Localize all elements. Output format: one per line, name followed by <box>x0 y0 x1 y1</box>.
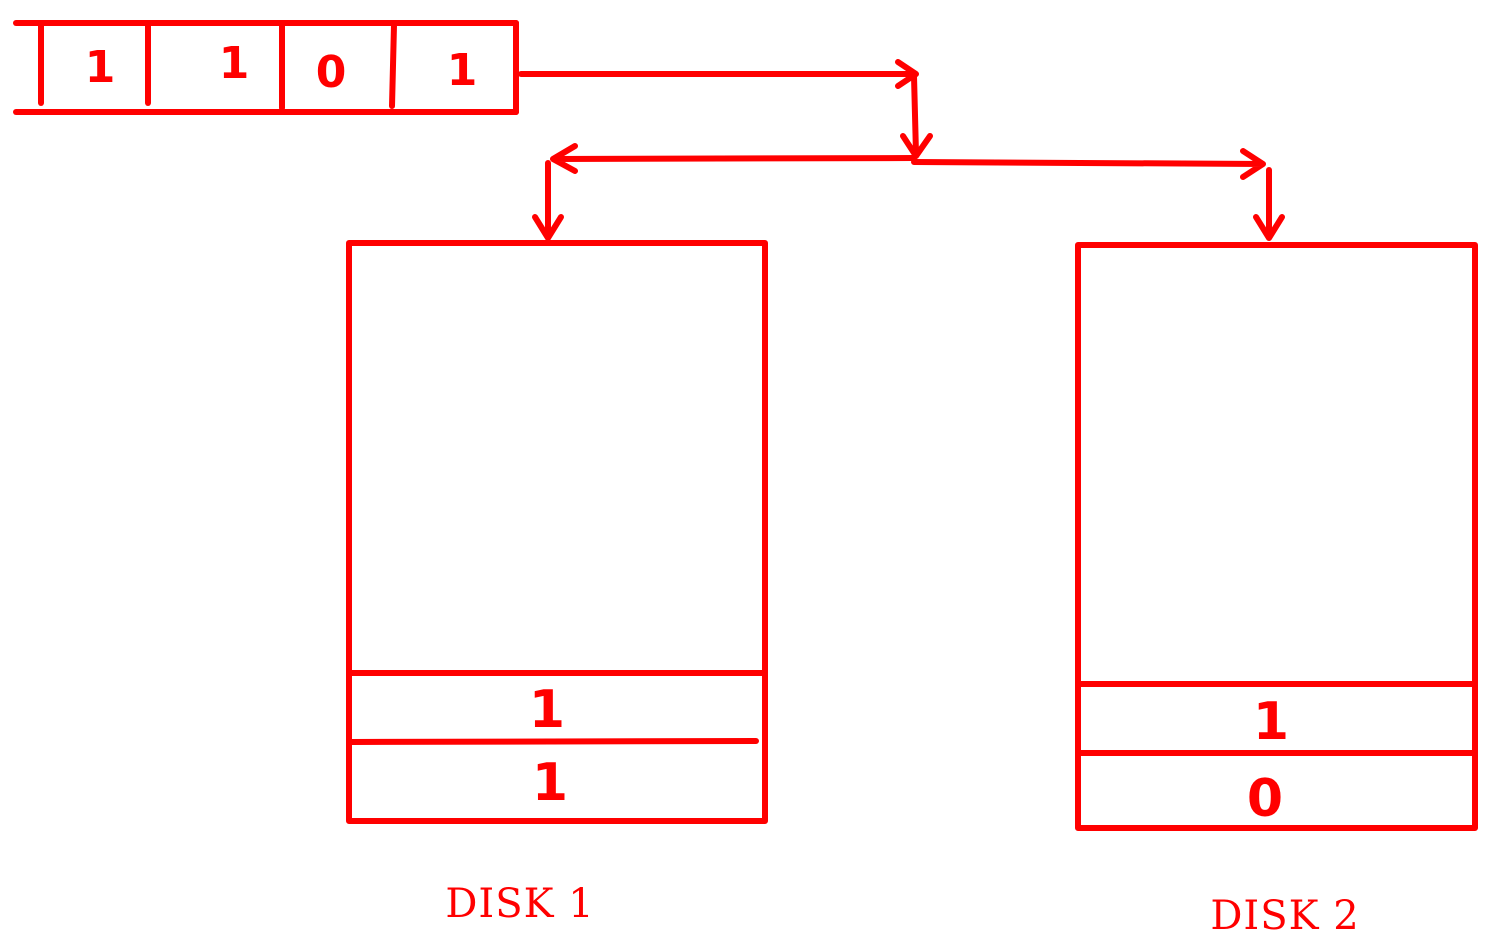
arrow-down-to-splitter <box>900 73 933 159</box>
disk2 <box>1075 242 1478 831</box>
disk1 <box>346 240 768 824</box>
disk1-body <box>346 240 768 824</box>
arrow-to-disk1-branch <box>550 143 917 174</box>
arrow-down-to-disk1 <box>532 160 564 241</box>
register-bit: 0 <box>316 47 347 98</box>
bit-register <box>13 20 519 115</box>
disk2-cell-value: 1 <box>1253 692 1289 752</box>
register-bit: 1 <box>447 45 478 96</box>
data-flow-arrows <box>518 59 1285 241</box>
register-bit: 1 <box>219 38 250 89</box>
disk1-cell-value: 1 <box>529 680 565 740</box>
disk1-cell-divider <box>349 738 759 745</box>
register-bit: 1 <box>85 42 116 93</box>
arrow-to-disk2-branch <box>911 148 1266 180</box>
arrow-register-to-splitter <box>518 59 919 89</box>
disk2-label: DISK 2 <box>1210 893 1359 939</box>
disk1-cell-value: 1 <box>532 753 568 813</box>
disk1-label: DISK 1 <box>445 881 594 927</box>
disk2-body <box>1075 242 1478 831</box>
disk2-cell-value: 0 <box>1247 769 1283 829</box>
arrow-down-to-disk2 <box>1253 167 1285 241</box>
register-divider <box>389 22 397 109</box>
